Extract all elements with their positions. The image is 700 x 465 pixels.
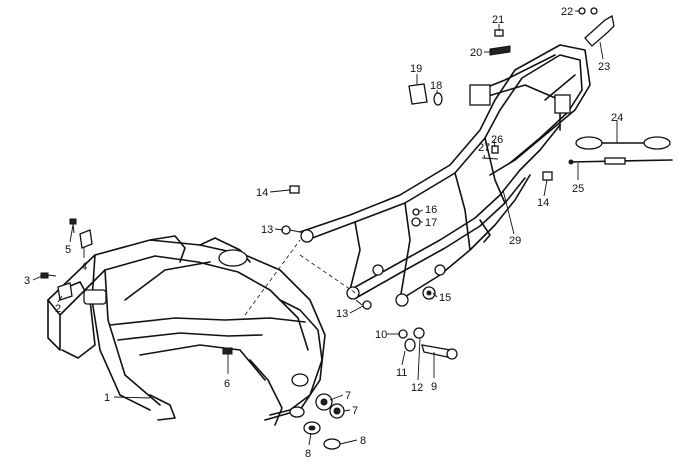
callout-12: 12 (411, 382, 423, 394)
rubber-part-19 (408, 83, 428, 105)
bolt-part-13a (281, 225, 301, 235)
callout-15: 15 (439, 292, 451, 304)
grommet-part-8b (323, 438, 341, 450)
grommet-part-7b (329, 403, 345, 419)
callout-14a: 14 (256, 187, 268, 199)
cable-part-24 (575, 136, 671, 150)
callout-11: 11 (396, 367, 407, 379)
callout-16: 16 (425, 204, 437, 216)
bolts-part-22 (578, 7, 598, 15)
spacer-part-12 (413, 327, 425, 339)
rubber-part-15 (422, 286, 436, 300)
washer-part-10 (398, 329, 408, 339)
bracket-part-2 (57, 282, 73, 301)
bolt-part-13b (355, 299, 372, 310)
callout-14b: 14 (537, 197, 549, 209)
callout-9: 9 (431, 381, 437, 393)
callout-4: 4 (81, 261, 87, 273)
callout-23: 23 (598, 61, 610, 73)
bolt-part-6 (222, 347, 233, 355)
callout-7a: 7 (345, 390, 351, 402)
rear-subframe (299, 44, 591, 307)
callout-10: 10 (375, 329, 387, 341)
main-frame (47, 235, 326, 426)
clip-part-4 (79, 229, 93, 249)
callout-24: 24 (611, 112, 623, 124)
nut-part-14a (289, 185, 300, 194)
callout-26: 26 (491, 134, 503, 146)
grommet-part-8a (303, 421, 321, 435)
callout-13b: 13 (336, 308, 348, 320)
callout-8a: 8 (305, 448, 311, 460)
nut-part-14b (542, 171, 553, 181)
bracket-part-20 (489, 45, 511, 56)
leader-lines (32, 10, 618, 446)
cable-part-25 (568, 157, 673, 165)
callout-17: 17 (425, 217, 437, 229)
callout-18: 18 (430, 80, 442, 92)
bolt-part-9 (421, 344, 458, 360)
callout-27: 27 (478, 142, 490, 154)
collar-part-11 (404, 338, 416, 352)
callout-25: 25 (572, 183, 584, 195)
screw-part-27 (481, 157, 499, 160)
callout-5: 5 (65, 244, 71, 256)
callout-13a: 13 (261, 224, 273, 236)
handle-part-23 (584, 14, 615, 47)
callout-7b: 7 (352, 405, 358, 417)
callout-3: 3 (24, 275, 30, 287)
callout-21: 21 (492, 14, 504, 26)
nut-part-26 (491, 145, 499, 154)
grommet-part-7a (315, 393, 333, 411)
callout-6: 6 (224, 378, 230, 390)
callout-1: 1 (104, 392, 110, 404)
callout-29: 29 (509, 235, 521, 247)
bolt-part-17 (411, 217, 421, 227)
bolt-part-3 (40, 272, 57, 279)
callout-22: 22 (561, 6, 573, 18)
callout-19: 19 (410, 63, 422, 75)
callout-8b: 8 (360, 435, 366, 447)
callout-20: 20 (470, 47, 482, 59)
bumper-part-18 (433, 92, 443, 106)
alignment-lines (244, 239, 361, 316)
callout-2: 2 (55, 303, 61, 315)
callout-numbers: 1 2 3 4 5 6 7 7 8 8 9 10 11 12 13 13 14 … (24, 6, 623, 460)
